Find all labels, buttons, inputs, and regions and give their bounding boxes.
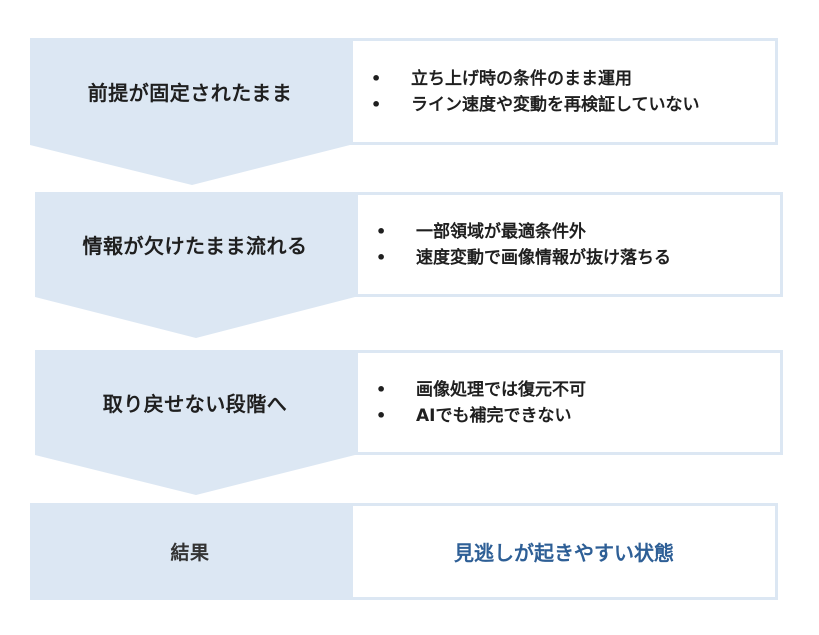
bullet-text: ライン速度や変動を再検証していない (411, 94, 700, 115)
step-2-title: 情報が欠けたまま流れる (82, 234, 308, 258)
bullet-text: 画像処理では復元不可 (416, 379, 586, 400)
bullet-icon: • (376, 405, 387, 425)
result-label: 結果 (170, 542, 210, 564)
bullet-icon: • (376, 221, 387, 241)
step-1-title: 前提が固定されたまま (87, 81, 293, 105)
step-3: 取り戻せない段階へ • 画像処理では復元不可 • AIでも補完できない (35, 350, 785, 500)
result-text: 見逃しが起きやすい状態 (454, 541, 674, 565)
bullet-icon: • (376, 247, 387, 267)
bullet-text: 立ち上げ時の条件のまま運用 (411, 68, 632, 89)
step-1-details: • 立ち上げ時の条件のまま運用 • ライン速度や変動を再検証していない (350, 38, 778, 145)
step-2-details: • 一部領域が最適条件外 • 速度変動で画像情報が抜け落ちる (355, 192, 783, 297)
bullet-item: • ライン速度や変動を再検証していない (367, 92, 775, 118)
result-label-panel (30, 503, 350, 600)
result-row: 結果 見逃しが起きやすい状態 (30, 503, 780, 601)
result-box: 見逃しが起きやすい状態 (350, 503, 778, 600)
bullet-item: • 立ち上げ時の条件のまま運用 (367, 66, 775, 92)
bullet-item: • 速度変動で画像情報が抜け落ちる (372, 245, 780, 271)
bullet-item: • 一部領域が最適条件外 (372, 219, 780, 245)
bullet-text: 一部領域が最適条件外 (416, 221, 586, 242)
bullet-item: • AIでも補完できない (372, 403, 780, 429)
step-3-title: 取り戻せない段階へ (102, 392, 288, 416)
step-1-arrow-panel (30, 38, 350, 185)
bullet-text: AIでも補完できない (416, 405, 572, 426)
step-2-arrow-panel (35, 192, 355, 338)
bullet-text: 速度変動で画像情報が抜け落ちる (416, 247, 671, 268)
step-3-details: • 画像処理では復元不可 • AIでも補完できない (355, 350, 783, 455)
bullet-item: • 画像処理では復元不可 (372, 377, 780, 403)
bullet-icon: • (376, 379, 387, 399)
step-1: 前提が固定されたまま • 立ち上げ時の条件のまま運用 • ライン速度や変動を再検… (30, 38, 780, 188)
step-3-arrow-panel (35, 350, 355, 495)
step-2: 情報が欠けたまま流れる • 一部領域が最適条件外 • 速度変動で画像情報が抜け落… (35, 192, 785, 342)
bullet-icon: • (371, 94, 382, 114)
bullet-icon: • (371, 68, 382, 88)
